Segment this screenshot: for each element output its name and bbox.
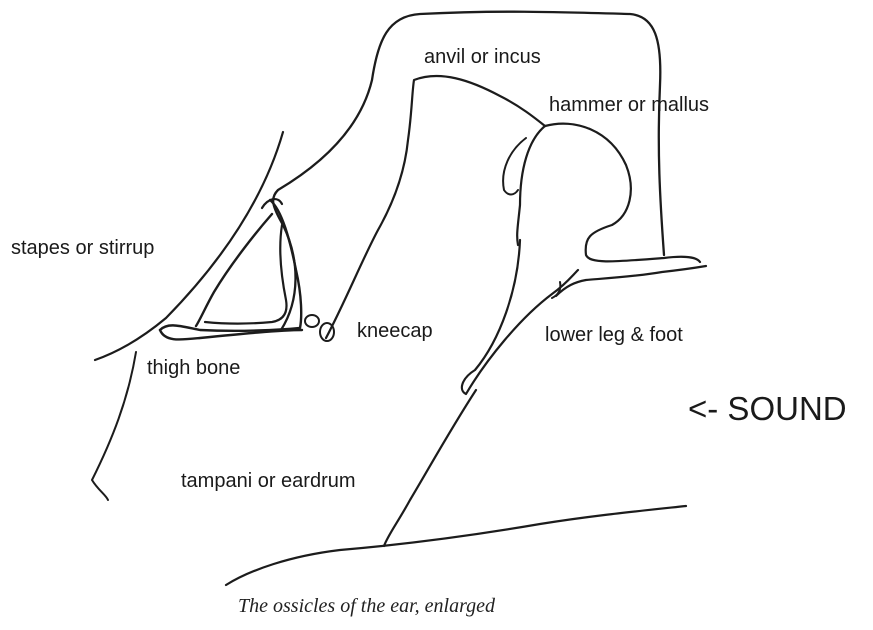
- eardrum-line: [384, 390, 476, 546]
- label-hammer: hammer or mallus: [549, 94, 709, 117]
- figure-caption: The ossicles of the ear, enlarged: [238, 595, 495, 618]
- label-kneecap: kneecap: [357, 320, 433, 343]
- label-sound: <- SOUND: [688, 390, 847, 428]
- label-anvil: anvil or incus: [424, 46, 541, 69]
- kneecap-bone-1: [305, 315, 319, 327]
- lower-left-wall-line: [92, 352, 136, 500]
- hammer-head-outline: [545, 124, 700, 262]
- bottom-boundary-line: [226, 506, 686, 585]
- label-eardrum: tampani or eardrum: [181, 470, 356, 493]
- label-thigh: thigh bone: [147, 357, 240, 380]
- label-lower-leg: lower leg & foot: [545, 324, 683, 347]
- lower-leg-line: [462, 240, 578, 394]
- hammer-long-arm: [517, 126, 545, 245]
- hammer-notch: [503, 138, 526, 195]
- stapes-arch-inner-2: [205, 225, 286, 324]
- label-stapes: stapes or stirrup: [11, 237, 154, 260]
